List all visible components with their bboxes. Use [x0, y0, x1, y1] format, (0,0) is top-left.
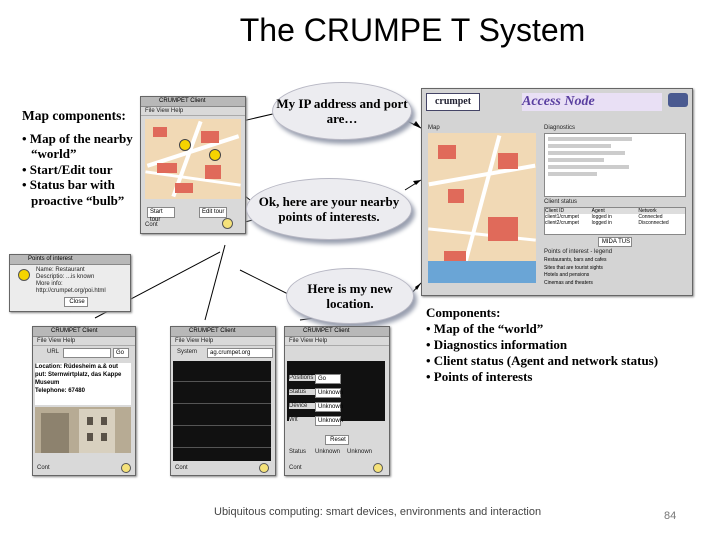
go-button[interactable]: Go — [113, 348, 129, 358]
components-text: Components: • Map of the “world” • Diagn… — [426, 305, 696, 385]
list-item[interactable]: Restaurants, bars and cafes — [544, 257, 607, 263]
slide-title: The CRUMPE T System — [239, 12, 586, 48]
diagnostics-log[interactable] — [544, 133, 686, 197]
window-titlebar: CRUMPET Client — [171, 327, 275, 337]
system-field[interactable]: ag.crumpet.org — [207, 348, 273, 358]
client-status-table: Client ID Agent Network client1/crumpet … — [544, 207, 686, 235]
poi-popup-window: Points of interest Name: Restaurant Desc… — [9, 254, 131, 312]
window-menubar[interactable]: File View Help — [141, 107, 245, 116]
url-label: URL — [47, 349, 60, 355]
map-client-window: CRUMPET Client File View Help Start tour… — [140, 96, 246, 234]
server-map-view[interactable] — [428, 133, 536, 283]
access-node-banner: Access Node — [522, 93, 662, 111]
ip-address-bubble: My IP address and port are… — [272, 82, 412, 140]
list-item[interactable]: Sites that are tourist sights — [544, 264, 603, 271]
status-bar: Cont — [289, 465, 302, 471]
status-row-value: Unknown — [315, 402, 343, 412]
status-bulb-icon[interactable] — [121, 463, 131, 473]
status-bulb-icon[interactable] — [259, 463, 269, 473]
table-header: Client ID — [545, 208, 565, 214]
status-row-value: Unknown — [315, 388, 343, 398]
poi-legend-label: Points of interest - legend — [544, 249, 613, 255]
connector-diag — [204, 244, 226, 321]
map-components-text: Map components: • Map of the nearby “wor… — [22, 108, 154, 208]
popup-line: More info: — [36, 281, 63, 287]
device-icon — [668, 93, 688, 107]
popup-line: Descriptio: ...is known — [36, 274, 95, 280]
status-bar: Cont — [145, 222, 158, 228]
edit-tour-button[interactable]: Edit tour — [199, 207, 227, 218]
window-titlebar: Points of interest — [10, 255, 130, 265]
popup-link[interactable]: http://crumpet.org/poi.html — [36, 288, 106, 294]
server-window: crumpet Access Node Map Diagnostics Clie… — [421, 88, 693, 296]
status-bar: Cont — [37, 465, 50, 471]
window-menubar[interactable]: File View Help — [285, 337, 389, 346]
status-row-label: Status — [289, 389, 315, 395]
components-item: • Map of the “world” — [426, 321, 544, 336]
close-button[interactable]: Close — [64, 297, 88, 307]
map-section-label: Map — [428, 125, 440, 131]
poi-marker-icon[interactable] — [179, 139, 191, 151]
poi-legend: Restaurants, bars and cafes Sites that a… — [544, 257, 684, 287]
system-label: System — [177, 349, 198, 355]
reset-button[interactable]: Reset — [325, 435, 349, 445]
proactive-bulb-icon[interactable] — [222, 218, 233, 229]
points-of-interest-bubble: Ok, here are your nearby points of inter… — [246, 178, 412, 240]
table-row[interactable]: client2/crumpet logged in Disconnected — [545, 220, 669, 226]
status-row-label: Wlt — [289, 417, 315, 423]
location-details: Location: Rüdesheim a.& out put: Sternwi… — [35, 363, 131, 405]
components-heading: Components: — [426, 305, 501, 320]
list-item[interactable]: Cinemas and theaters — [544, 279, 593, 286]
map-view[interactable] — [145, 119, 241, 199]
diagnostics-label: Diagnostics — [544, 125, 576, 131]
page-number: 84 — [664, 510, 677, 522]
components-item: • Diagnostics information — [426, 337, 568, 352]
status-row-label: Positions — [289, 375, 315, 381]
diagnostics-window: CRUMPET Client File View Help System ag.… — [170, 326, 276, 476]
new-location-bubble: Here is my new location. — [286, 268, 414, 324]
diagnostics-output[interactable] — [173, 361, 271, 461]
map-components-item: • Map of the nearby “world” — [22, 130, 133, 162]
slide-footer: Ubiquitous computing: smart devices, env… — [214, 506, 542, 518]
popup-line: Name: Restaurant — [36, 267, 85, 273]
status-row-label: Device — [289, 403, 315, 409]
url-input[interactable] — [63, 348, 111, 358]
components-item: • Points of interests — [426, 369, 533, 384]
info-bulb-icon — [18, 269, 30, 281]
table-row[interactable]: client1/crumpet logged in Connected — [545, 214, 663, 220]
window-menubar[interactable]: File View Help — [171, 337, 275, 346]
table-header: Network — [638, 208, 657, 214]
status-footer-label: Status — [289, 449, 307, 455]
list-item[interactable]: Hotels and pensions — [544, 272, 590, 278]
table-header: Agent — [591, 208, 605, 214]
window-titlebar: CRUMPET Client — [285, 327, 389, 337]
crumpet-logo: crumpet — [426, 93, 480, 111]
status-bulb-icon[interactable] — [373, 463, 383, 473]
start-tour-button[interactable]: Start tour — [147, 207, 175, 223]
location-photo — [35, 407, 131, 453]
location-info-window: CRUMPET Client File View Help URL Go Loc… — [32, 326, 136, 476]
mida-tus-button[interactable]: MIDA TUS — [598, 237, 632, 247]
status-row-value: Go — [315, 374, 341, 384]
status-row-value: Unknown — [315, 416, 343, 426]
window-menubar[interactable]: File View Help — [33, 337, 135, 346]
status-footer-value: Unknown — [315, 449, 341, 455]
map-components-item: • Start/Edit tour — [22, 161, 113, 177]
window-titlebar: CRUMPET Client — [33, 327, 135, 337]
map-components-item: • Status bar with proactive “bulb” — [22, 177, 125, 208]
status-footer-value: Unknown — [347, 449, 373, 455]
poi-marker-icon[interactable] — [209, 149, 221, 161]
map-components-heading: Map components: — [22, 108, 126, 123]
status-bar: Cont — [175, 465, 188, 471]
components-item: • Client status (Agent and network statu… — [426, 353, 659, 368]
client-status-window: CRUMPET Client File View Help Positions … — [284, 326, 390, 476]
client-status-label: Client status — [544, 199, 578, 205]
window-titlebar: CRUMPET Client — [141, 97, 245, 107]
